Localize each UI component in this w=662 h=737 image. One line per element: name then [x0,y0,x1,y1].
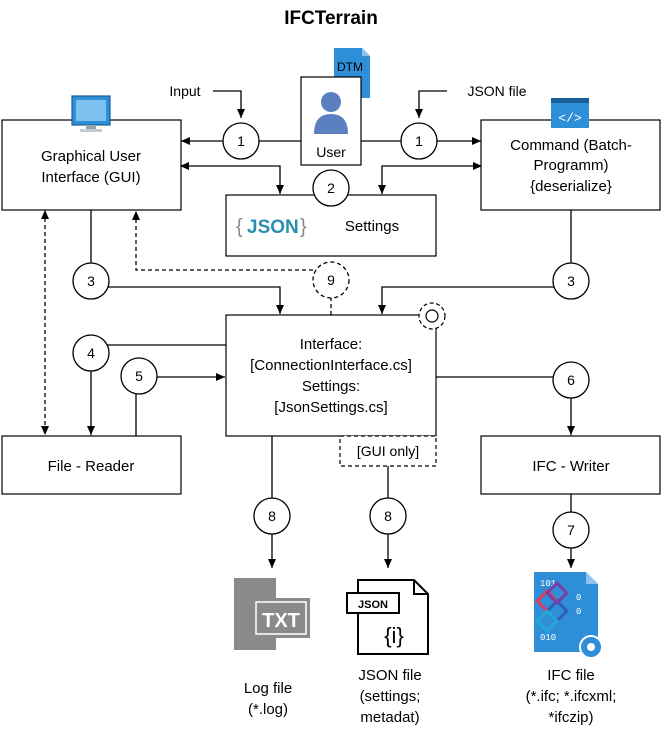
json-icon-tag: JSON [358,599,388,611]
step-circle-2: 2 [312,169,350,207]
step-circle-7: 7 [552,511,590,549]
step-number: 1 [237,133,245,149]
gui-node: Graphical User Interface (GUI) [1,95,182,211]
step-circle-1-left: 1 [222,122,260,160]
monitor-icon [71,95,111,132]
code-window-icon: </> [551,98,589,128]
step-circle-6: 6 [552,361,590,399]
step-circle-8-log: 8 [253,497,291,535]
input-arrow [213,90,245,118]
svg-text:010: 010 [540,633,556,643]
connector-gui-interface [90,210,284,314]
step-number: 8 [268,508,276,524]
json-file-label-line2: (settings; [360,688,421,705]
txt-file-icon: TXT [234,578,310,650]
step-number: 2 [327,180,335,196]
svg-text:0: 0 [576,607,581,617]
diagram-title: IFCTerrain [284,8,378,29]
dtm-label: DTM [337,60,363,74]
step-number: 9 [327,272,335,288]
step-circle-5: 5 [120,357,158,395]
ifc-writer-node: IFC - Writer [480,435,661,495]
connector-gui-settings [180,162,284,194]
file-reader-label: File - Reader [48,458,135,475]
step-number: 1 [415,133,423,149]
interface-label-line4: [JsonSettings.cs] [274,399,387,416]
file-reader-node: File - Reader [1,435,182,495]
step-number: 4 [87,345,95,361]
ifc-writer-label: IFC - Writer [532,458,609,475]
svg-text:</>: </> [558,111,582,126]
log-file-label-line1: Log file [244,680,292,697]
txt-icon-text: TXT [262,610,300,632]
step-number: 3 [87,273,95,289]
json-icon-glyph: {i} [384,623,404,648]
step-circle-4: 4 [72,334,110,372]
json-logo-text: JSON [247,217,299,238]
svg-text:0: 0 [576,593,581,603]
step-circle-1-right: 1 [400,122,438,160]
gear-icon [418,302,446,330]
command-label-line1: Command (Batch- [510,137,632,154]
interface-label-line1: Interface: [300,336,363,353]
user-label: User [316,144,346,160]
json-logo-icon: { JSON } [236,216,307,238]
json-file-icon: JSON {i} [346,579,429,655]
connector-interface-writer [436,376,575,435]
connector-interface-reader [87,344,226,435]
step-circle-3-left: 3 [72,262,110,300]
interface-label-line2: [ConnectionInterface.cs] [250,357,412,374]
interface-label-line3: Settings: [302,378,360,395]
interface-node: Interface: [ConnectionInterface.cs] Sett… [225,302,446,437]
ifc-file-label-line1: IFC file [547,667,595,684]
step-number: 8 [384,508,392,524]
command-node: </> Command (Batch- Programm) {deseriali… [480,98,661,211]
json-file-label-line1: JSON file [358,667,421,684]
gui-label-line2: Interface (GUI) [41,169,140,186]
user-node: User [300,76,362,166]
gui-label-line1: Graphical User [41,148,141,165]
svg-text:}: } [300,216,307,238]
connector-command-interface [378,210,572,314]
step-circle-9: 9 [312,261,350,299]
ifc-file-label-line2: (*.ifc; *.ifcxml; [526,688,617,705]
json-file-label-line3: metadat) [360,709,419,726]
gui-only-tag: [GUI only] [339,435,437,467]
step-number: 6 [567,372,575,388]
svg-text:{: { [236,216,243,238]
command-label-line3: {deserialize} [530,178,612,195]
gui-only-label: [GUI only] [357,443,419,459]
svg-text:101: 101 [540,579,556,589]
step-circle-8-json: 8 [369,497,407,535]
json-file-arrow [415,90,447,118]
connector-command-settings [378,162,482,194]
step-number: 3 [567,273,575,289]
settings-label: Settings [345,218,399,235]
command-label-line2: Programm) [533,157,608,174]
ifc-file-label-line3: *ifczip) [548,709,593,726]
log-file-label-line2: (*.log) [248,701,288,718]
ifc-file-icon: 101 0 0 010 [534,572,603,659]
step-number: 7 [567,522,575,538]
step-circle-3-right: 3 [552,262,590,300]
input-label: Input [169,83,200,99]
step-number: 5 [135,368,143,384]
json-file-input-label: JSON file [467,83,526,99]
